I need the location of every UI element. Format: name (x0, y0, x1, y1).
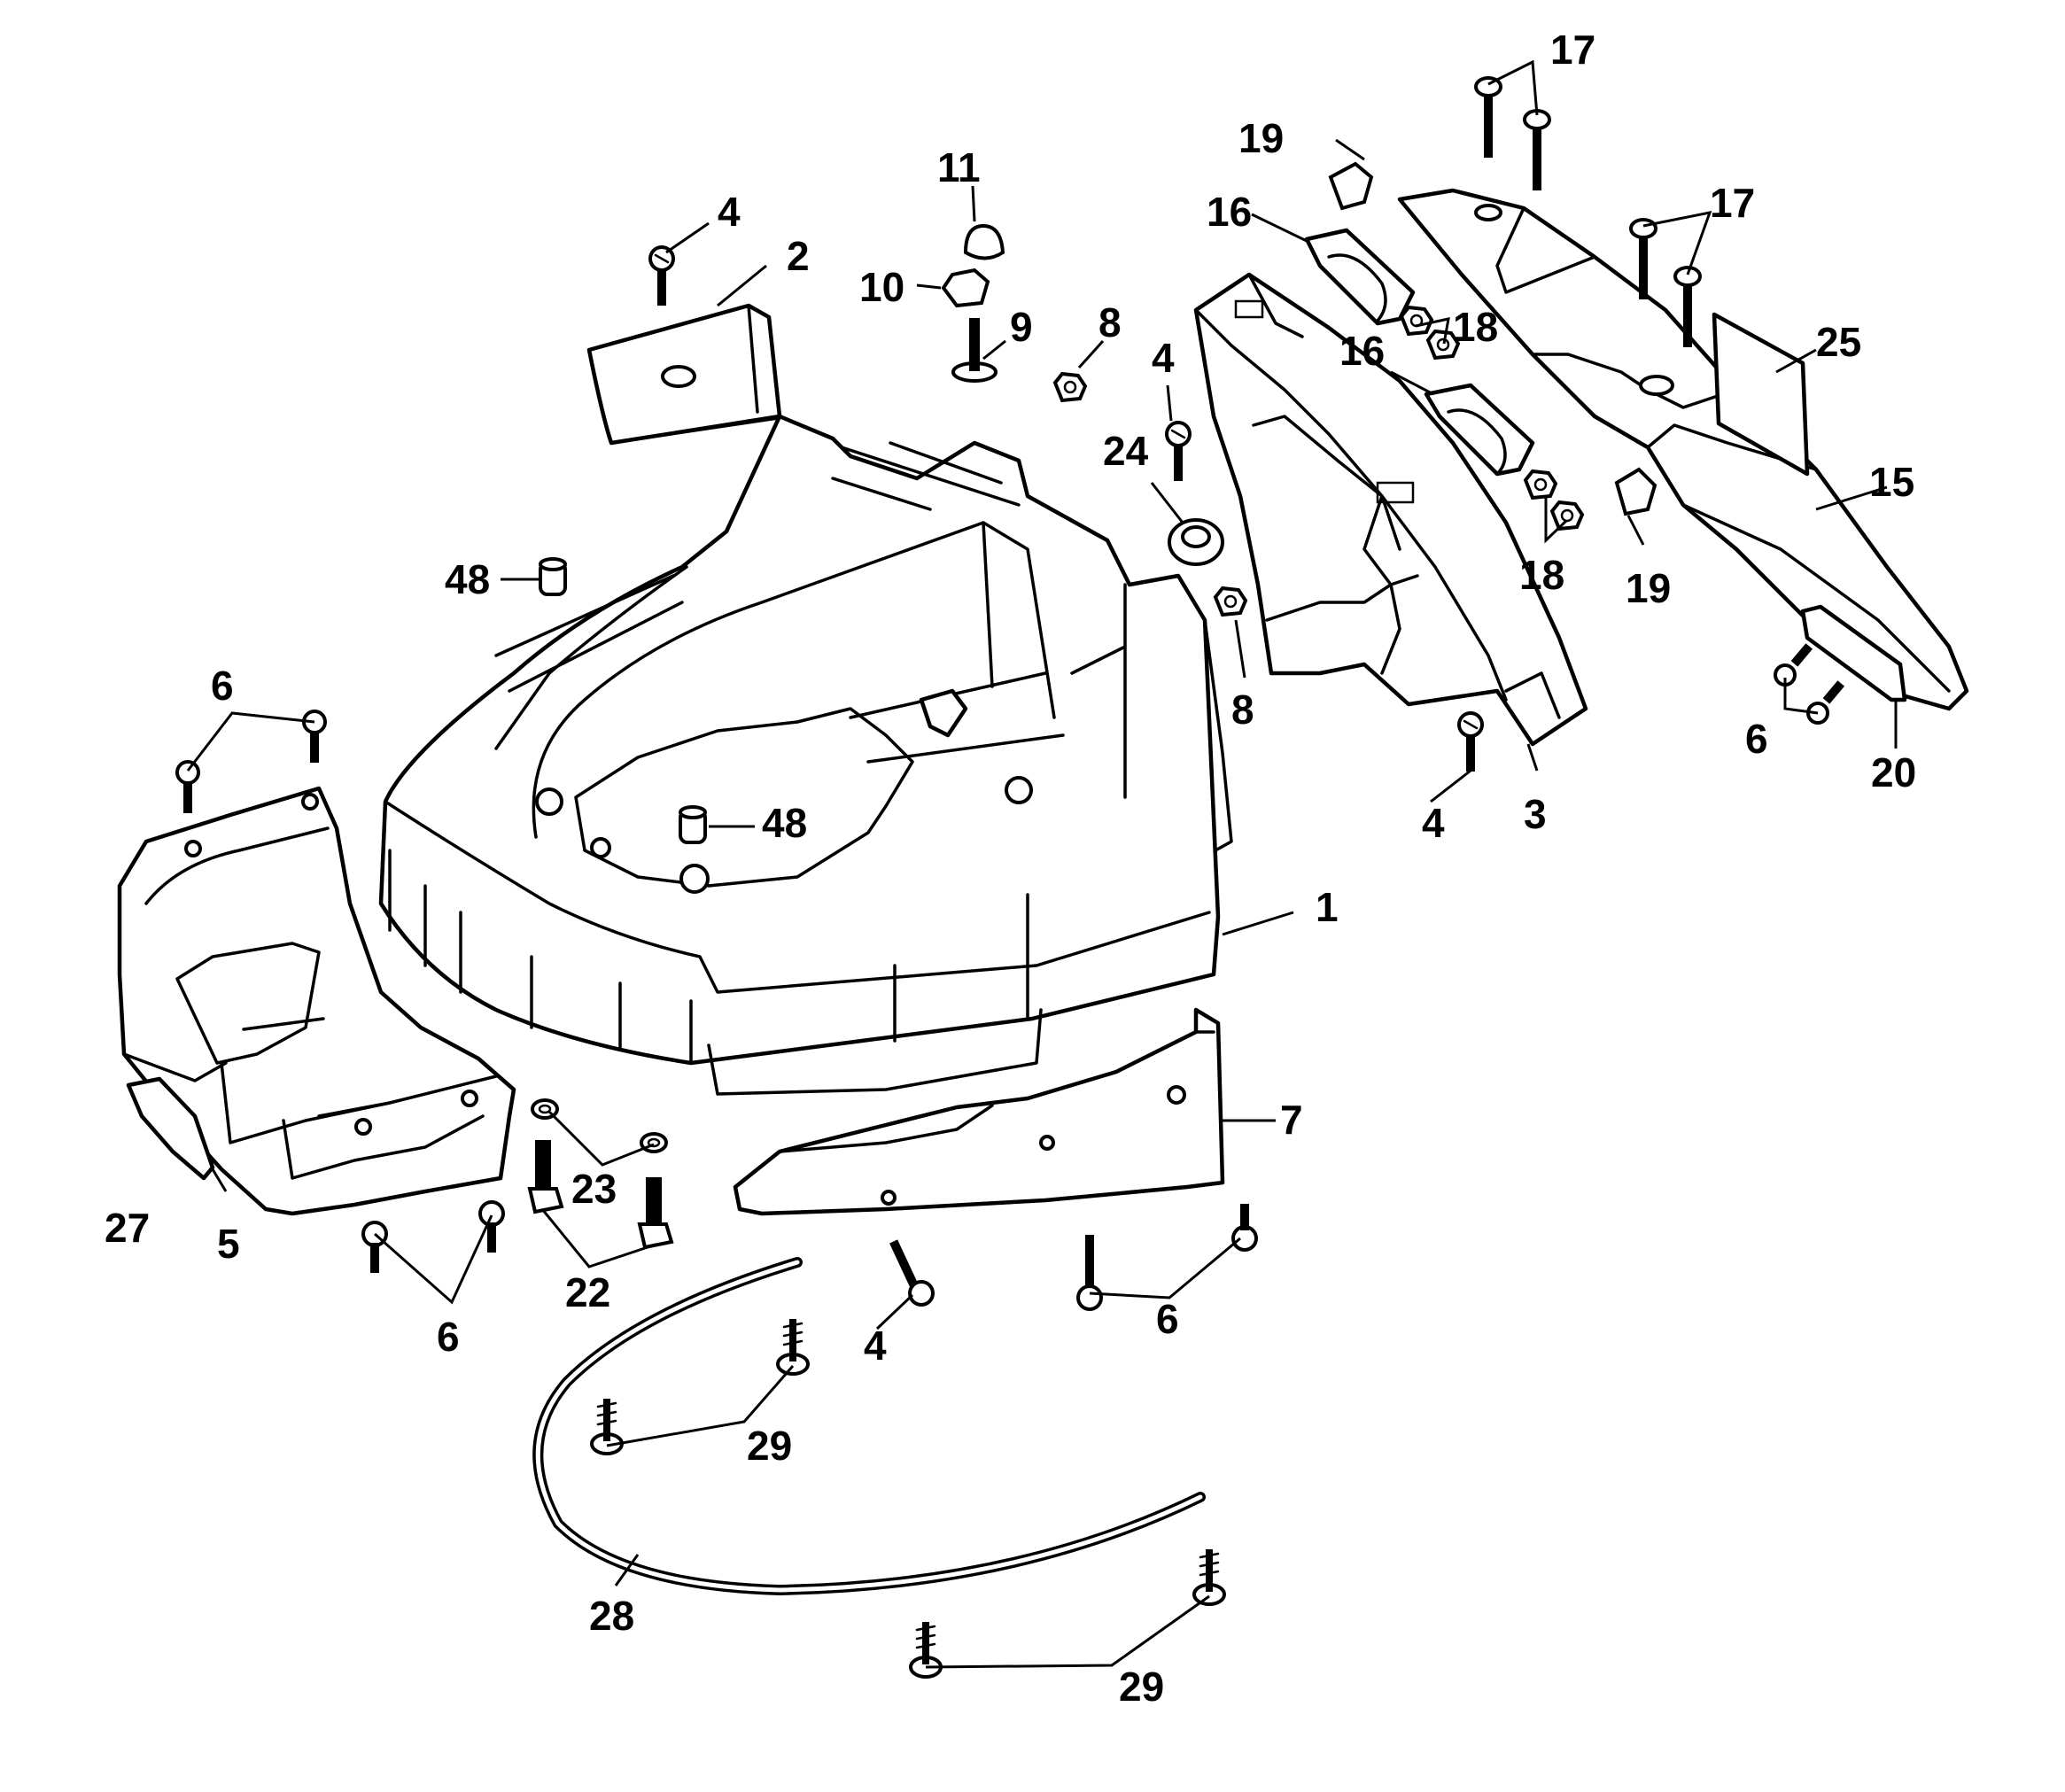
callout-9: 9 (1010, 304, 1033, 350)
callout-20: 20 (1871, 749, 1916, 795)
flange-nut-part-10 (941, 268, 990, 308)
callout-19a: 19 (1238, 115, 1284, 161)
screw-part-6c (361, 1221, 388, 1273)
callout-16b: 16 (1339, 328, 1385, 374)
rear-flap-part-3 (1193, 272, 1588, 747)
square-bolt-part-22b (637, 1177, 674, 1250)
hinge-part-16a (1304, 228, 1416, 326)
callout-2: 2 (787, 233, 810, 279)
main-housing-part (378, 414, 1233, 1096)
nut-part-18a (1400, 306, 1433, 336)
callout-4a: 4 (718, 189, 741, 235)
leader-lines (186, 59, 1898, 1669)
decal-part-25 (1712, 312, 1810, 477)
front-cover-part-5 (117, 786, 516, 1216)
callout-11: 11 (937, 144, 981, 190)
screw-part-4d (889, 1239, 935, 1307)
strip-part-27 (126, 1076, 215, 1181)
screw-part-6b (302, 710, 327, 763)
handle-bracket-part-15 (1397, 188, 1969, 711)
callout-4c: 4 (1422, 800, 1445, 846)
callout-16a: 16 (1207, 189, 1252, 235)
cap-nut-part-11 (963, 223, 1005, 260)
callout-24: 24 (1103, 428, 1149, 474)
screw-part-6d (478, 1200, 505, 1253)
callout-15: 15 (1869, 459, 1914, 505)
clip-part-29a (776, 1318, 810, 1376)
nut-part-18c (1524, 469, 1557, 500)
callout-4d: 4 (864, 1323, 887, 1369)
callout-6c: 6 (1156, 1296, 1179, 1342)
callout-23: 23 (571, 1166, 617, 1212)
callout-5: 5 (217, 1221, 240, 1267)
callout-19b: 19 (1626, 565, 1671, 611)
screw-part-17a (1474, 76, 1502, 159)
callout-6d: 6 (1745, 716, 1768, 762)
callout-labels: 1 2 3 4 4 4 4 5 6 6 6 6 7 8 8 9 10 11 15… (105, 27, 1916, 1710)
screw-part-6h (1806, 680, 1845, 725)
square-bolt-part-22a (527, 1140, 564, 1214)
hinge-part-16b (1424, 383, 1535, 477)
nut-part-18d (1550, 500, 1584, 531)
screw-part-4a (648, 245, 675, 306)
callout-25: 25 (1816, 319, 1861, 365)
callout-10: 10 (859, 264, 904, 310)
washer-part-23 (531, 1098, 668, 1153)
callout-27: 27 (105, 1205, 150, 1251)
bracket-part-2 (586, 303, 782, 446)
callout-48a: 48 (445, 556, 490, 602)
bolt-part-9 (951, 318, 998, 383)
screw-part-6g (1774, 643, 1813, 687)
callout-29a: 29 (747, 1423, 792, 1469)
callout-6b: 6 (437, 1314, 460, 1360)
callout-18a: 18 (1453, 304, 1498, 350)
edge-strip-part-28 (532, 1257, 1206, 1596)
callout-48b: 48 (762, 800, 807, 846)
knob-part-19b (1614, 467, 1657, 516)
knob-part-19a (1328, 161, 1374, 211)
square-nut-part-8b (1214, 586, 1247, 617)
clip-part-29d (909, 1621, 943, 1679)
callout-8a: 8 (1098, 299, 1122, 345)
callout-22: 22 (565, 1269, 610, 1315)
callout-17a: 17 (1550, 27, 1595, 73)
clip-part-29c (1192, 1548, 1226, 1606)
callout-18b: 18 (1519, 552, 1564, 598)
bushing-part-48 (539, 557, 707, 844)
square-nut-part-8a (1053, 372, 1087, 402)
callout-8b: 8 (1231, 687, 1254, 733)
side-skirt-part-7 (733, 1007, 1225, 1216)
screw-part-6e (1076, 1235, 1103, 1311)
callout-29b: 29 (1119, 1664, 1164, 1710)
callout-28: 28 (589, 1593, 634, 1639)
callout-4b: 4 (1152, 335, 1175, 381)
screw-part-4b (1165, 421, 1192, 482)
callout-6a: 6 (211, 663, 234, 709)
plate-part-20 (1800, 604, 1907, 702)
callout-3: 3 (1524, 791, 1547, 837)
callout-1: 1 (1316, 884, 1339, 930)
screw-part-6a (175, 760, 200, 813)
screw-part-6f (1231, 1204, 1258, 1252)
grommet-part-24 (1168, 518, 1224, 566)
screw-part-17b (1523, 109, 1551, 191)
callout-17b: 17 (1710, 180, 1755, 226)
screw-part-4c (1457, 711, 1484, 772)
callout-7: 7 (1280, 1097, 1303, 1143)
